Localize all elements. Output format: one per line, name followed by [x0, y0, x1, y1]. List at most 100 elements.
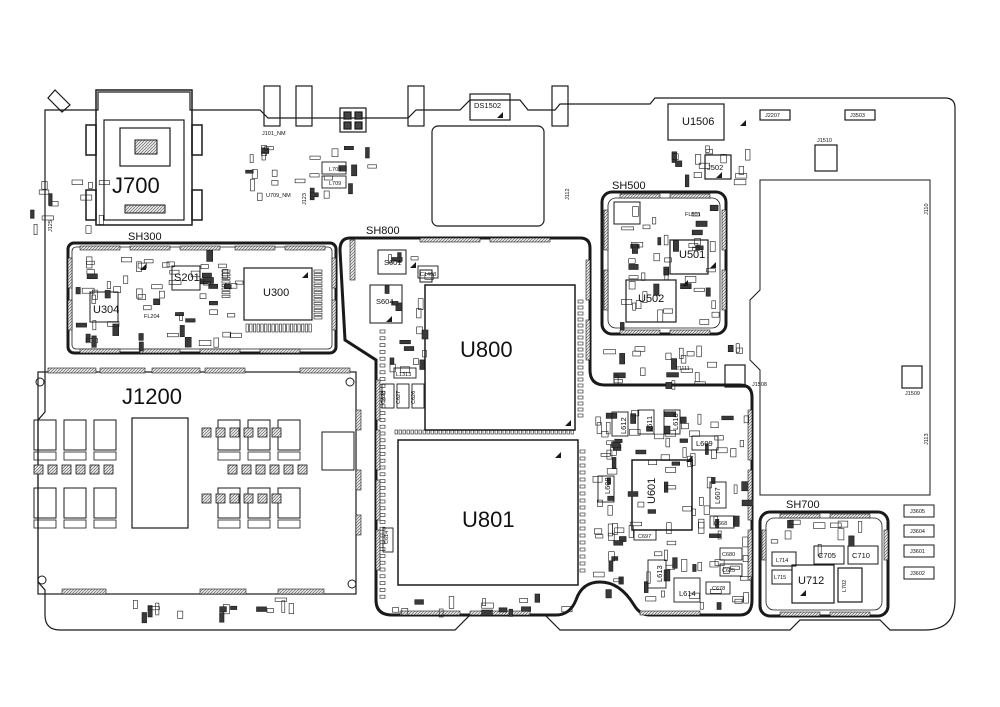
smd-component — [614, 527, 625, 534]
label-sh700: SH700 — [786, 499, 820, 511]
label-c710: C710 — [852, 551, 870, 560]
smd-component — [534, 593, 540, 603]
shield-clip-strip — [829, 611, 871, 617]
smd-component — [646, 426, 653, 432]
ic-pin — [313, 276, 323, 280]
pin1-marker — [302, 272, 308, 278]
smd-component — [209, 300, 218, 306]
smd-component — [249, 154, 254, 163]
pin1-marker — [386, 316, 392, 322]
smd-component — [743, 592, 749, 604]
label-c697: C697 — [638, 534, 651, 540]
smd-component — [680, 368, 693, 373]
passive-component-outline — [382, 527, 394, 553]
smd-component — [641, 272, 646, 281]
passive-component-outline — [691, 435, 719, 451]
small-pad — [227, 464, 238, 475]
smd-component — [593, 528, 603, 535]
ic-pin — [394, 429, 398, 435]
card-contact-pad — [33, 419, 57, 451]
smd-component — [654, 551, 663, 557]
label-l614: L614 — [679, 589, 696, 598]
smd-component — [86, 273, 98, 279]
smd-component — [651, 217, 657, 225]
passive-component-outline — [381, 383, 395, 409]
label-s201: S201 — [174, 272, 200, 284]
smd-component — [733, 515, 740, 527]
label-j3602: J3602 — [910, 571, 925, 577]
smd-component — [331, 148, 339, 157]
ic-pin — [379, 574, 386, 579]
ic-pin — [546, 429, 550, 435]
smd-component — [603, 349, 616, 355]
smd-component — [675, 160, 683, 167]
ic-pin — [579, 456, 586, 461]
label-u501: U501 — [679, 249, 705, 261]
shield-clip-strip — [619, 329, 661, 335]
smd-component — [410, 256, 419, 261]
smd-component — [416, 308, 422, 319]
card-contact-pad — [277, 451, 301, 461]
smd-component — [138, 341, 144, 352]
ic-pin — [579, 470, 586, 475]
pin1-marker — [565, 420, 571, 426]
label-l708: L708 — [329, 167, 341, 173]
smd-component — [71, 179, 83, 185]
small-pad — [297, 464, 308, 475]
shield-clip-strip — [669, 193, 711, 199]
passive-component-outline — [709, 515, 735, 529]
smd-component — [41, 215, 54, 221]
ic-pin — [579, 505, 586, 510]
ic-pin — [506, 429, 510, 435]
smd-component — [271, 180, 279, 186]
label-l702: L702 — [842, 580, 848, 592]
ic-pin — [313, 294, 323, 298]
pin1-marker — [740, 120, 746, 126]
smd-component — [147, 605, 153, 618]
smd-component — [294, 178, 306, 184]
smd-component — [153, 298, 161, 305]
smd-component — [343, 146, 354, 151]
ic-pin — [577, 365, 584, 370]
ic-pin — [442, 429, 446, 435]
shield-clip-strip — [779, 611, 821, 617]
smd-component — [167, 332, 179, 338]
smd-component — [424, 273, 434, 280]
ic-pin — [579, 547, 586, 552]
shield-clip-strip — [331, 299, 337, 331]
smd-component — [33, 224, 38, 235]
smd-component — [706, 476, 712, 489]
smd-component — [699, 601, 704, 610]
shield-clip-strip — [99, 367, 146, 374]
shield-clip-strip — [79, 245, 121, 251]
passive-component-outline — [417, 265, 439, 279]
small-pad — [33, 464, 44, 475]
smd-component — [138, 333, 144, 341]
ic-pin — [221, 269, 231, 273]
ic-pin — [379, 431, 386, 436]
smd-component — [288, 603, 295, 614]
shield-clip-strip — [67, 299, 73, 331]
smd-component — [155, 602, 160, 616]
pin1-marker — [800, 590, 806, 596]
smd-component — [705, 287, 711, 297]
smd-component — [98, 215, 104, 225]
smd-component — [631, 243, 638, 254]
shield-clip-strip — [67, 257, 73, 289]
smd-component — [663, 308, 674, 314]
smd-component — [202, 272, 212, 279]
pin1-marker — [497, 112, 503, 118]
smd-component — [498, 607, 508, 613]
smd-component — [706, 268, 716, 273]
small-pad — [201, 493, 212, 504]
smd-component — [482, 598, 487, 606]
card-contact-pad — [247, 451, 271, 461]
smd-component — [697, 562, 703, 572]
smd-component — [707, 361, 718, 368]
ic-pin — [579, 533, 586, 538]
shield-clip-strip — [747, 409, 753, 461]
pin1-marker — [140, 264, 146, 270]
smd-component — [837, 520, 849, 528]
shield-clip-strip — [234, 245, 276, 251]
smd-component — [680, 354, 687, 364]
